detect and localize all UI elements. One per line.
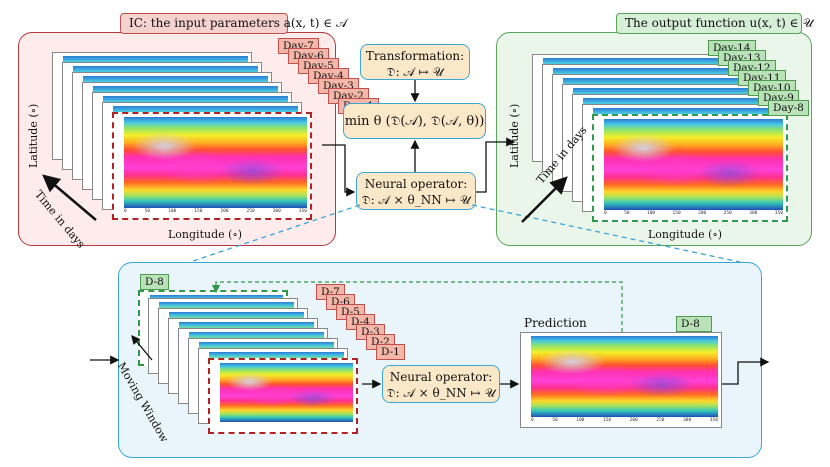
input-map-7: 0 50 100 150 200 250 300 350: [112, 112, 312, 220]
xtick-label: 150: [602, 418, 612, 423]
neural-operator-formula-bottom: 𝔇: 𝒜 × θ_NN ↦ 𝒰: [386, 386, 496, 400]
output-xlabel: Longitude (∘): [648, 228, 723, 241]
xtick-label: 300: [683, 418, 692, 423]
xtick-label: 200: [629, 418, 638, 423]
xtick-label: 100: [576, 418, 585, 423]
window-map-7: [208, 358, 358, 434]
xtick-label: 300: [749, 211, 758, 216]
transformation-formula: 𝔇: 𝒜 ↦ 𝒰: [386, 65, 444, 79]
xtick-label: 0: [124, 209, 127, 214]
prediction-heatmap: [531, 336, 718, 417]
input-xticks: 0 50 100 150 200 250 300 350: [124, 209, 307, 217]
time-arrow-right: [521, 176, 568, 223]
xtick-label: 350: [298, 209, 307, 214]
neural-operator-title-bottom: Neural operator:: [389, 370, 493, 384]
xtick-label: 50: [144, 209, 151, 214]
xtick-label: 300: [272, 209, 281, 214]
xtick-label: 250: [656, 418, 665, 423]
window-predicted-tag: D-8: [140, 274, 169, 290]
xtick-label: 250: [246, 209, 255, 214]
arrow-neuralop-to-output: [476, 137, 516, 193]
output-map-7: 0 50 100 150 200 250 300 350: [592, 114, 788, 222]
time-arrow-left: [42, 174, 97, 221]
objective-box: min θ (𝔇(𝒜), 𝔇(𝒜, θ)): [343, 103, 486, 139]
zoom-line-left: [189, 204, 361, 263]
neural-operator-box-bottom: Neural operator: 𝔇: 𝒜 × θ_NN ↦ 𝒰: [382, 365, 500, 403]
prediction-map: 0 50 100 150 200 250 300 350: [520, 332, 722, 428]
xtick-label: 350: [774, 211, 783, 216]
xtick-label: 100: [168, 209, 177, 214]
input-xlabel: Longitude (∘): [168, 228, 243, 241]
output-panel-title: The output function u(x, t) ∈ 𝒰: [616, 13, 813, 34]
xtick-label: 0: [531, 418, 534, 423]
output-day-label: Day-8: [768, 100, 809, 116]
transformation-box: Transformation: 𝔇: 𝒜 ↦ 𝒰: [360, 44, 470, 80]
prediction-xticks: 0 50 100 150 200 250 300 350: [531, 418, 718, 426]
output-xticks: 0 50 100 150 200 250 300 350: [604, 211, 783, 219]
transformation-title: Transformation:: [365, 49, 465, 63]
objective-formula: min θ (𝔇(𝒜), 𝔇(𝒜, θ)): [344, 114, 485, 129]
xtick-label: 150: [194, 209, 203, 214]
input-heatmap-7: [124, 117, 307, 208]
neural-operator-title-top: Neural operator:: [364, 177, 468, 191]
input-panel-title: IC: the input parameters a(x, t) ∈ 𝒜: [120, 13, 347, 34]
moving-window-arrow: [131, 335, 153, 361]
xtick-label: 0: [604, 211, 607, 216]
arrow-input-to-neuralop: [322, 144, 356, 197]
arrow-exit: [722, 357, 770, 385]
zoom-line-right: [471, 204, 741, 263]
xtick-label: 250: [723, 211, 732, 216]
xtick-label: 350: [709, 418, 718, 423]
xtick-label: 50: [624, 211, 630, 216]
xtick-label: 200: [698, 211, 707, 216]
neural-operator-formula-top: 𝔇: 𝒜 × θ_NN ↦ 𝒰: [361, 193, 471, 207]
output-heatmap-7: [604, 119, 783, 210]
neural-operator-box-top: Neural operator: 𝔇: 𝒜 × θ_NN ↦ 𝒰: [356, 172, 476, 210]
prediction-tag: D-8: [676, 316, 712, 332]
window-day-label: D-1: [376, 344, 405, 360]
feedback-loop: [211, 281, 623, 332]
xtick-label: 50: [552, 418, 558, 423]
window-heatmap-7: [220, 363, 353, 422]
xtick-label: 150: [672, 211, 681, 216]
xtick-label: 200: [220, 209, 229, 214]
xtick-label: 100: [646, 211, 656, 216]
prediction-label: Prediction: [524, 316, 587, 330]
